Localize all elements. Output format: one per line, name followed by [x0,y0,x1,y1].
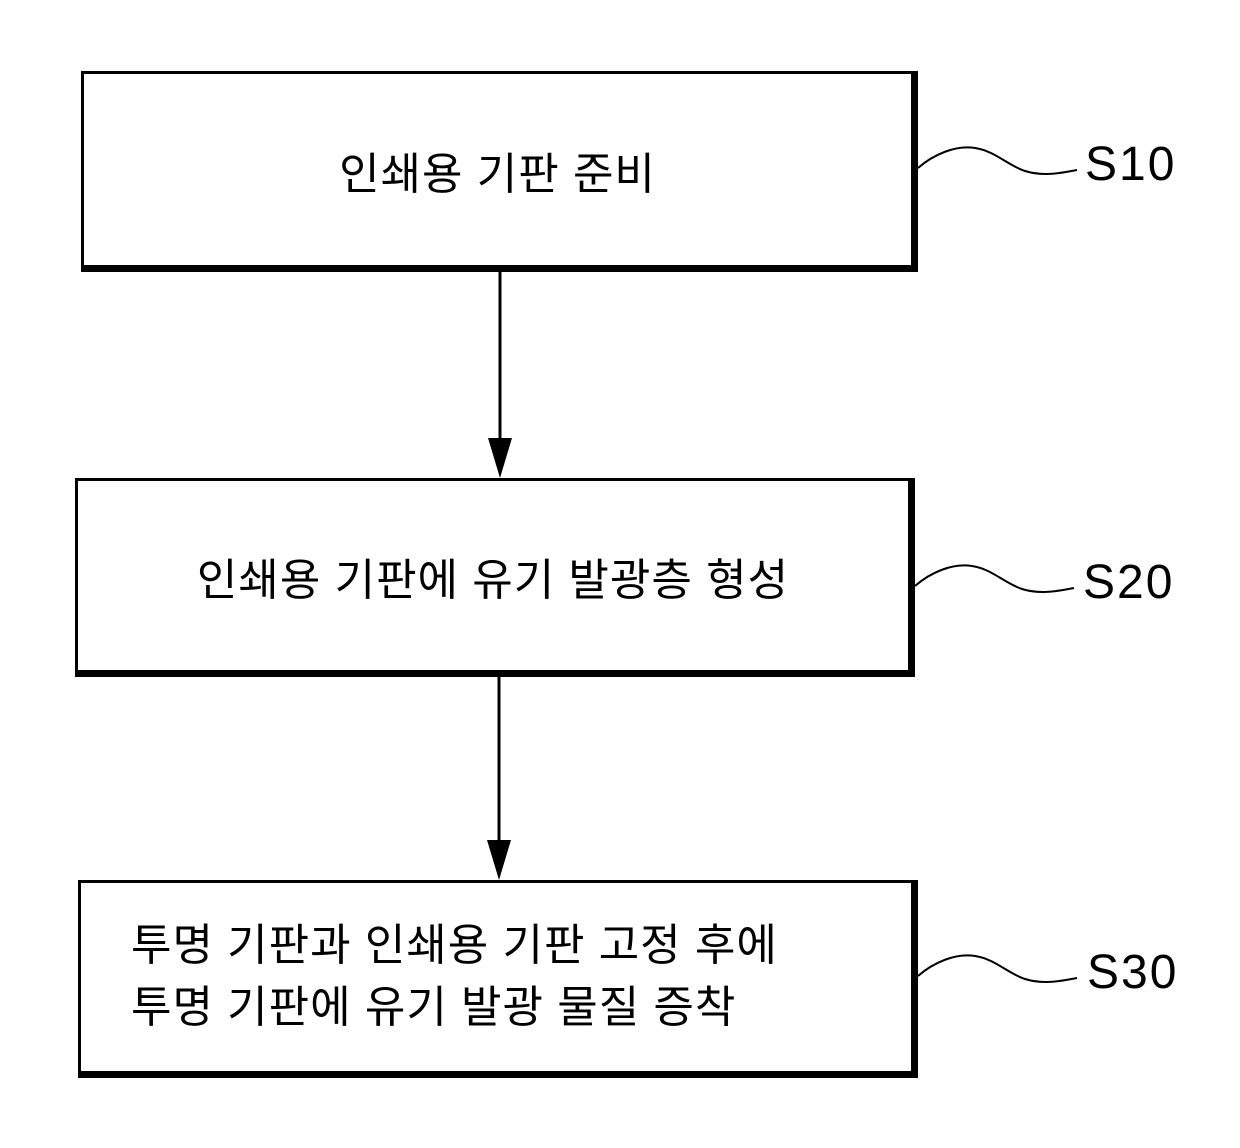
step-text-s30-line1: 투명 기판과 인쇄용 기판 고정 후에 [131,921,778,970]
step-box-s20: 인쇄용 기판에 유기 발광층 형성 [75,478,915,677]
step-text-s10: 인쇄용 기판 준비 [339,149,656,199]
arrow-s20-s30-head-icon [487,840,511,880]
leader-line-s10 [917,146,1078,175]
arrow-s10-s20-head-icon [488,438,512,478]
leader-line-s30 [917,954,1078,983]
step-label-s20: S20 [1083,556,1175,609]
leader-line-s20 [914,564,1075,593]
step-box-s30: 투명 기판과 인쇄용 기판 고정 후에 투명 기판에 유기 발광 물질 증착 [78,880,918,1078]
step-text-s20: 인쇄용 기판에 유기 발광층 형성 [196,555,790,605]
step-box-s10: 인쇄용 기판 준비 [81,71,918,272]
step-text-s30-line2: 투명 기판에 유기 발광 물질 증착 [131,983,737,1032]
step-label-s30: S30 [1087,946,1179,999]
step-label-s10: S10 [1085,138,1177,191]
